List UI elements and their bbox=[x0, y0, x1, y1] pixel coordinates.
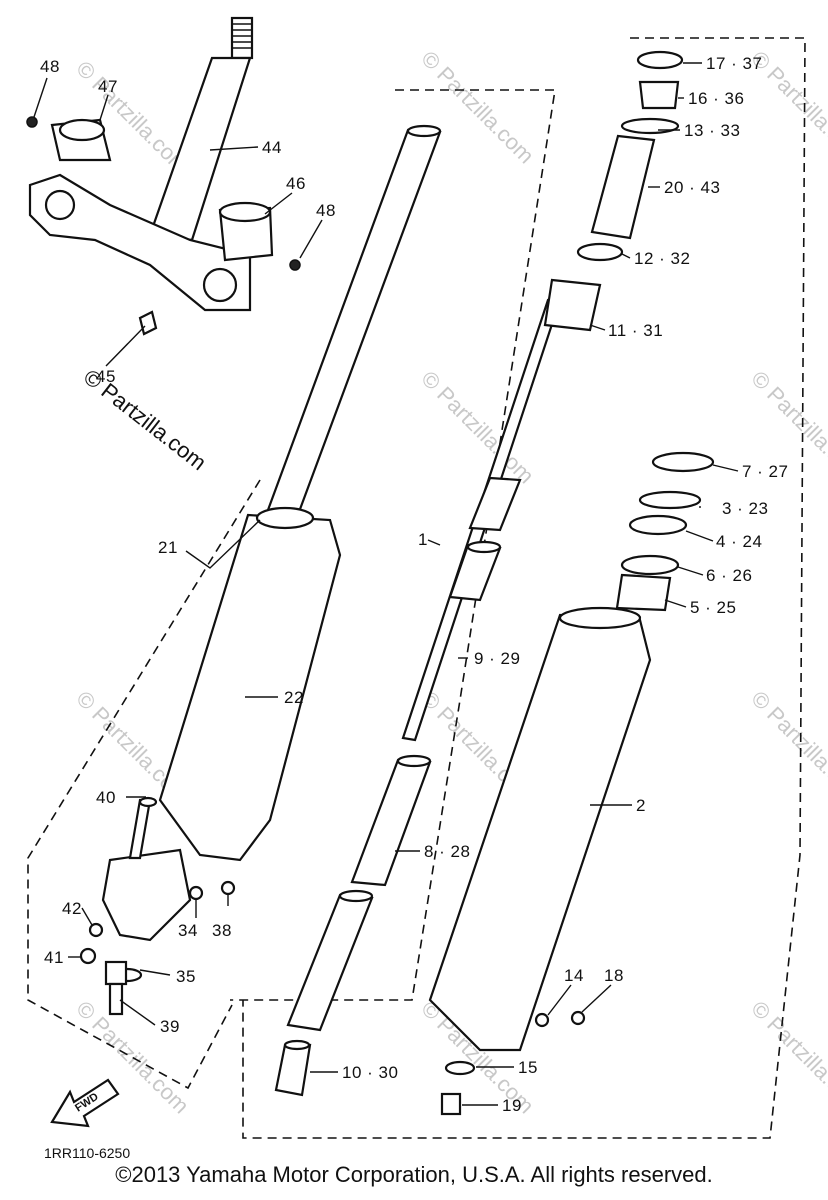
watermark: © Partzilla.com bbox=[746, 686, 828, 809]
callout-3-23: 3 · 23 bbox=[722, 499, 768, 518]
callout-18: 18 bbox=[604, 966, 624, 985]
callout-46: 46 bbox=[286, 174, 306, 193]
callout-48-right: 48 bbox=[316, 201, 336, 220]
callout-22: 22 bbox=[284, 688, 304, 707]
callout-38: 38 bbox=[212, 921, 232, 940]
callout-8-28: 8 · 28 bbox=[424, 842, 470, 861]
watermark: © Partzilla.com bbox=[746, 996, 828, 1119]
callouts: 48 47 44 46 48 45 21 22 40 42 34 38 41 3… bbox=[40, 54, 788, 1115]
callout-44: 44 bbox=[262, 138, 282, 157]
callout-48-top: 48 bbox=[40, 57, 60, 76]
callout-16-36: 16 · 36 bbox=[688, 89, 744, 108]
callout-42: 42 bbox=[62, 899, 82, 918]
callout-39: 39 bbox=[160, 1017, 180, 1036]
callout-14: 14 bbox=[564, 966, 584, 985]
callout-15: 15 bbox=[518, 1058, 538, 1077]
right-fork-assembly bbox=[428, 50, 715, 1116]
diagram-code: 1RR110-6250 bbox=[44, 1145, 130, 1161]
callout-21: 21 bbox=[158, 538, 178, 557]
callout-10-30: 10 · 30 bbox=[342, 1063, 398, 1082]
callout-35: 35 bbox=[176, 967, 196, 986]
left-fork-assembly bbox=[79, 124, 442, 1016]
callout-1: 1 bbox=[418, 530, 428, 549]
callout-4-24: 4 · 24 bbox=[716, 532, 762, 551]
callout-9-29: 9 · 29 bbox=[474, 649, 520, 668]
fwd-arrow: FWD bbox=[50, 1078, 120, 1128]
watermark: © Partzilla.com bbox=[416, 46, 539, 169]
damper-assembly bbox=[274, 278, 602, 1097]
steering-stem-assembly bbox=[26, 16, 301, 336]
callout-20-43: 20 · 43 bbox=[664, 178, 720, 197]
callout-13-33: 13 · 33 bbox=[684, 121, 740, 140]
callout-45: 45 bbox=[96, 367, 116, 386]
callout-34: 34 bbox=[178, 921, 198, 940]
left-fork-boundary bbox=[27, 479, 261, 1090]
callout-2: 2 bbox=[636, 796, 646, 815]
callout-5-25: 5 · 25 bbox=[690, 598, 736, 617]
callout-12-32: 12 · 32 bbox=[634, 249, 690, 268]
callout-41: 41 bbox=[44, 948, 64, 967]
callout-19: 19 bbox=[502, 1096, 522, 1115]
callout-7-27: 7 · 27 bbox=[742, 462, 788, 481]
callout-11-31: 11 · 31 bbox=[608, 321, 663, 340]
copyright-notice: ©2013 Yamaha Motor Corporation, U.S.A. A… bbox=[115, 1162, 713, 1187]
callout-6-26: 6 · 26 bbox=[706, 566, 752, 585]
callout-47: 47 bbox=[98, 77, 118, 96]
inner-tube-boundary bbox=[230, 89, 556, 1001]
callout-17-37: 17 · 37 bbox=[706, 54, 762, 73]
callout-40: 40 bbox=[96, 788, 116, 807]
leader-lines bbox=[33, 62, 739, 1106]
